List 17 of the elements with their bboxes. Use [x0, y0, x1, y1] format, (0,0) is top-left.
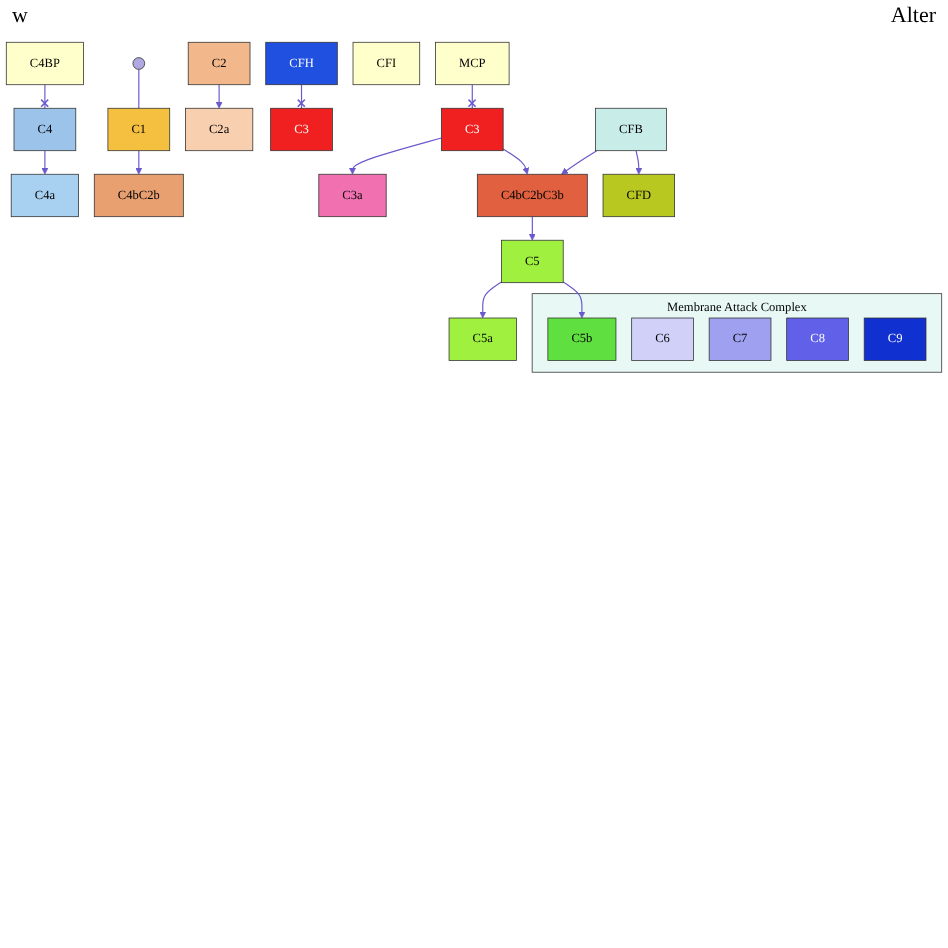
arrow — [562, 281, 586, 319]
connector — [467, 84, 477, 109]
arrow — [479, 281, 502, 319]
arrow — [135, 150, 143, 175]
arrow — [41, 150, 49, 175]
arrow — [349, 137, 442, 175]
arrow — [635, 150, 643, 175]
arrow — [502, 148, 530, 175]
pathway-label: Alter — [890, 4, 936, 32]
connector — [296, 84, 306, 109]
pathway-label: w — [12, 4, 28, 32]
arrow — [561, 150, 598, 175]
connector — [138, 68, 140, 109]
arrow — [215, 84, 223, 109]
connector — [40, 84, 49, 109]
node-circle — [132, 57, 146, 70]
arrow — [528, 216, 536, 241]
